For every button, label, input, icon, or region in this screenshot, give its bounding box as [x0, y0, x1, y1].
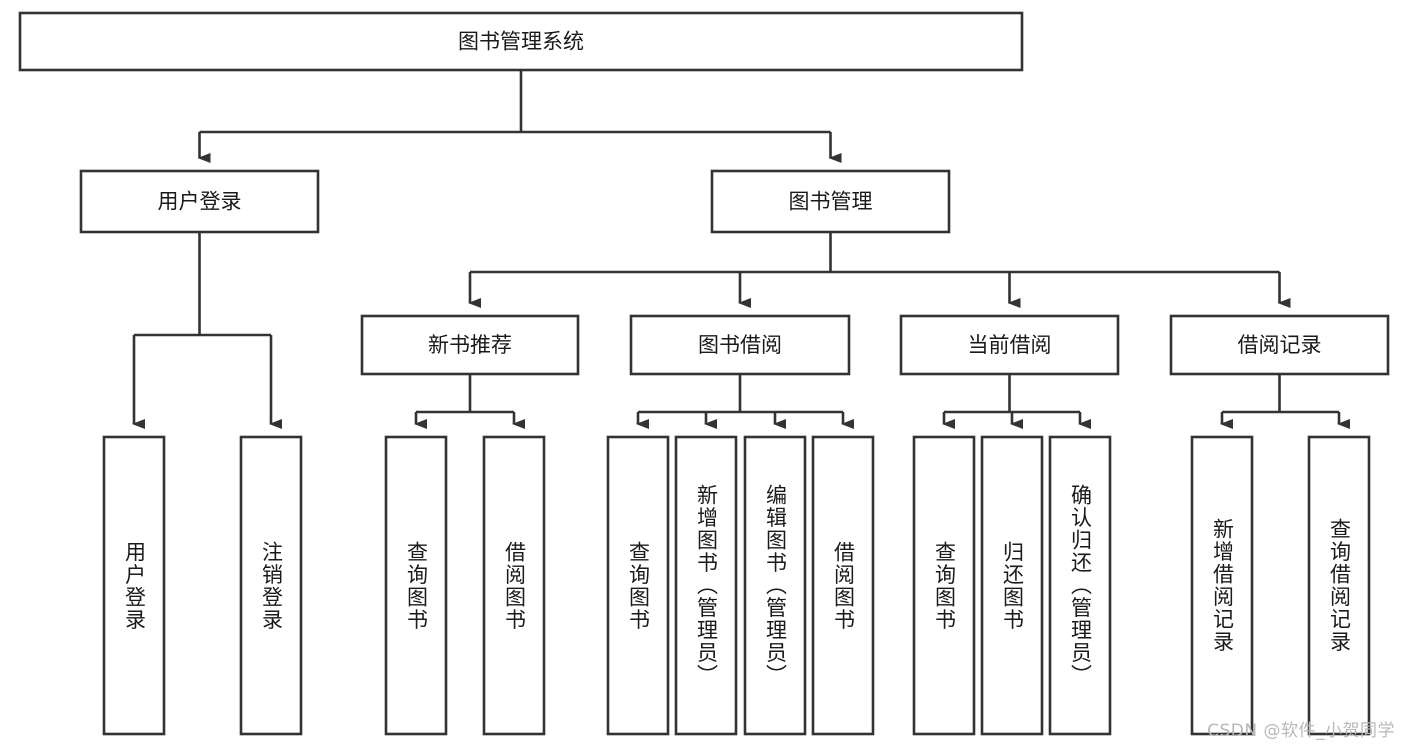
node-box-图书借阅: [629, 314, 851, 376]
node-box-借阅图书: [482, 435, 546, 736]
node-box-新增借阅记录: [1190, 435, 1254, 736]
node-label-借阅记录: 借阅记录: [1238, 333, 1322, 357]
node-box-借阅图书: [811, 435, 875, 736]
connector-layer: [132, 70, 1350, 429]
node-box-借阅记录: [1169, 314, 1390, 376]
node-label-图书管理: 图书管理: [789, 190, 873, 214]
node-box-编辑图书-管理员: [743, 435, 807, 736]
node-box-图书管理: [710, 169, 951, 234]
node-box-查询借阅记录: [1307, 435, 1371, 736]
node-label-用户登录: 用户登录: [158, 190, 242, 214]
node-box-注销登录: [239, 435, 303, 736]
node-box-用户登录: [79, 169, 320, 234]
node-box-当前借阅: [899, 314, 1120, 376]
watermark-text: CSDN @软件_小贺同学: [1207, 721, 1395, 741]
node-box-图书管理系统: [18, 11, 1024, 72]
node-box-确认归还-管理员: [1048, 435, 1112, 736]
node-box-查询图书: [912, 435, 976, 736]
node-box-查询图书: [384, 435, 448, 736]
node-box-查询图书: [606, 435, 670, 736]
node-box-新增图书-管理员: [674, 435, 738, 736]
node-box-layer: [18, 11, 1390, 736]
node-label-新书推荐: 新书推荐: [428, 333, 512, 357]
node-label-图书管理系统: 图书管理系统: [458, 30, 584, 54]
node-label-图书借阅: 图书借阅: [698, 333, 782, 357]
node-box-用户登录: [102, 435, 166, 736]
node-label-当前借阅: 当前借阅: [968, 333, 1052, 357]
node-box-归还图书: [980, 435, 1044, 736]
node-box-新书推荐: [360, 314, 580, 376]
